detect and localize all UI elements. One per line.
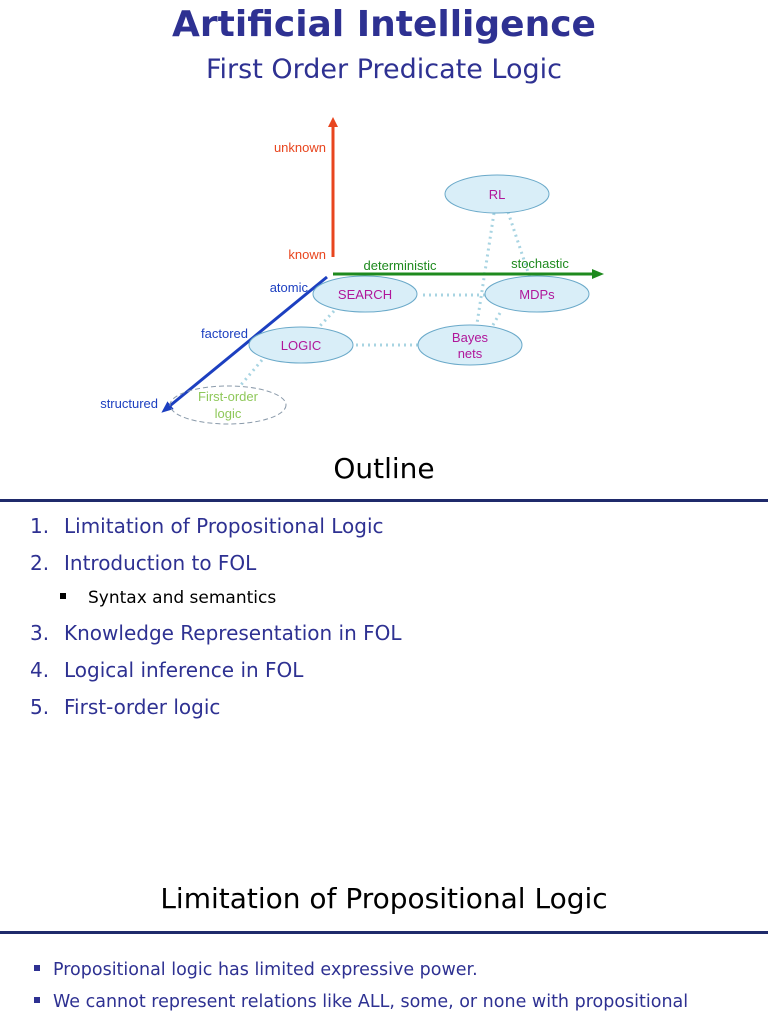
- label-unknown: unknown: [274, 140, 326, 155]
- bullet-item: Propositional logic has limited expressi…: [34, 954, 688, 986]
- limitation-slide: Limitation of Propositional Logic Propos…: [0, 862, 768, 1024]
- title-slide: Artificial Intelligence First Order Pred…: [0, 0, 768, 450]
- outline-item: 3. Knowledge Representation in FOL: [30, 615, 402, 652]
- item-number: 4.: [30, 658, 50, 682]
- square-bullet-icon: [34, 965, 40, 971]
- node-logic: LOGIC: [248, 326, 354, 364]
- label-known: known: [288, 247, 326, 262]
- node-search-label: SEARCH: [338, 287, 392, 302]
- node-search: SEARCH: [312, 275, 418, 313]
- ai-landscape-diagram: unknown known deterministic stochastic a…: [100, 117, 604, 425]
- sub-item-label: Syntax and semantics: [88, 588, 277, 608]
- node-bayes-line2: nets: [458, 346, 483, 361]
- node-rl-label: RL: [489, 187, 506, 202]
- node-mdps: MDPs: [484, 275, 590, 313]
- node-bayes-line1: Bayes: [452, 330, 489, 345]
- title-divider: [0, 931, 768, 934]
- outline-item: 1. Limitation of Propositional Logic: [30, 508, 402, 545]
- item-label: Logical inference in FOL: [64, 658, 304, 682]
- bullet-list: Propositional logic has limited expressi…: [34, 954, 688, 1018]
- title-divider: [0, 499, 768, 502]
- label-structured: structured: [100, 396, 158, 411]
- limitation-title: Limitation of Propositional Logic: [160, 882, 608, 915]
- depth-axis: [161, 275, 328, 413]
- outline-list: 1. Limitation of Propositional Logic 2. In…: [30, 508, 402, 726]
- node-first-order-logic: First-order logic: [169, 385, 287, 425]
- bullet-text: We cannot represent relations like ALL, …: [53, 992, 689, 1012]
- square-bullet-icon: [34, 997, 40, 1003]
- node-bayes-nets: Bayes nets: [417, 324, 523, 366]
- item-number: 1.: [30, 514, 50, 538]
- slide-subtitle: First Order Predicate Logic: [205, 54, 563, 85]
- outline-sub-item: Syntax and semantics: [30, 582, 402, 615]
- square-bullet-icon: [60, 593, 66, 599]
- label-stochastic: stochastic: [511, 256, 569, 271]
- outline-item: 4. Logical inference in FOL: [30, 652, 402, 689]
- item-label: Introduction to FOL: [64, 551, 257, 575]
- item-label: Limitation of Propositional Logic: [64, 514, 384, 538]
- node-fol-line2: logic: [215, 406, 242, 421]
- link-search-logic: [316, 309, 336, 330]
- node-logic-label: LOGIC: [281, 338, 321, 353]
- bullet-item: We cannot represent relations like ALL, …: [34, 986, 688, 1018]
- item-number: 3.: [30, 621, 50, 645]
- item-number: 5.: [30, 695, 50, 719]
- label-deterministic: deterministic: [364, 258, 437, 273]
- dotted-links: [238, 211, 532, 387]
- link-logic-fol: [238, 359, 264, 387]
- outline-item: 5. First-order logic: [30, 689, 402, 726]
- item-number: 2.: [30, 551, 50, 575]
- label-atomic: atomic: [270, 280, 309, 295]
- outline-slide: Outline 1. Limitation of Propositional Lo…: [0, 450, 768, 862]
- outline-title: Outline: [333, 452, 435, 485]
- label-factored: factored: [201, 326, 248, 341]
- item-label: First-order logic: [64, 695, 221, 719]
- outline-item: 2. Introduction to FOL: [30, 545, 402, 582]
- node-fol-line1: First-order: [198, 389, 259, 404]
- item-label: Knowledge Representation in FOL: [64, 621, 402, 645]
- node-mdps-label: MDPs: [519, 287, 555, 302]
- link-rl-bayes: [474, 212, 496, 331]
- node-rl: RL: [444, 174, 550, 214]
- slide-title: Artificial Intelligence: [172, 4, 596, 45]
- bullet-text: Propositional logic has limited expressi…: [53, 960, 478, 980]
